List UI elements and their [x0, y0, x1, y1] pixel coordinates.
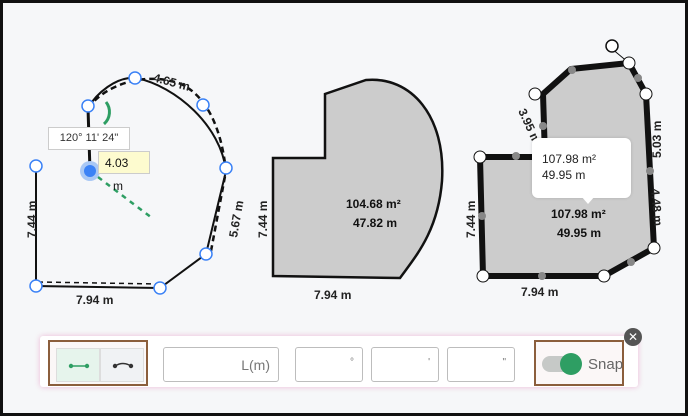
- midpoint-handle[interactable]: [538, 272, 546, 280]
- shape-2-bottom-label: 7.94 m: [314, 288, 351, 302]
- vertex-handle[interactable]: [29, 279, 43, 293]
- shape-3-area: 107.98 m²: [551, 207, 606, 221]
- length-input-unit: m: [113, 179, 123, 193]
- shape-1-outline: [35, 76, 228, 290]
- midpoint-handle[interactable]: [512, 152, 520, 160]
- rotate-handle[interactable]: [605, 39, 619, 53]
- shape-2-outline: [271, 78, 444, 280]
- shape-3-right-label: 4.48 m: [648, 188, 665, 226]
- active-vertex[interactable]: [84, 165, 96, 177]
- minute-field[interactable]: ': [371, 347, 439, 382]
- vertex-handle[interactable]: [473, 150, 487, 164]
- edit-toolbar: L(m) ° ' " Snap: [40, 336, 638, 387]
- angle-readout: 120° 11' 24": [48, 127, 130, 150]
- shape-2-left-label: 7.44 m: [256, 201, 270, 238]
- length-input-overlay[interactable]: 4.03 m: [98, 151, 150, 193]
- shape-2-area: 104.68 m²: [346, 197, 401, 211]
- vertex-handle[interactable]: [647, 241, 661, 255]
- vertex-handle[interactable]: [196, 98, 210, 112]
- shape-3-top-right-label: 5.03 m: [650, 121, 664, 158]
- midpoint-handle[interactable]: [478, 212, 486, 220]
- shape-3-bottom-label: 7.94 m: [521, 285, 558, 299]
- straight-line-mode-button[interactable]: [56, 348, 100, 382]
- minute-symbol: ': [428, 357, 430, 368]
- straight-line-icon: [68, 363, 90, 369]
- vertex-handle[interactable]: [81, 99, 95, 113]
- midpoint-handle[interactable]: [568, 66, 576, 74]
- midpoint-handle[interactable]: [646, 167, 654, 175]
- shape-1[interactable]: 4.65 m 7.44 m 5.67 m 7.94 m: [25, 71, 246, 307]
- curved-line-mode-button[interactable]: [100, 348, 144, 382]
- shape-1-top-dashed-guide: [87, 77, 228, 252]
- midpoint-handle[interactable]: [539, 122, 547, 130]
- tooltip-tail: [581, 196, 595, 204]
- area-tooltip: 107.98 m² 49.95 m: [532, 138, 631, 198]
- degree-field[interactable]: °: [295, 347, 363, 382]
- vertex-handle[interactable]: [219, 161, 233, 175]
- midpoint-handle[interactable]: [627, 258, 635, 266]
- shape-1-top-label: 4.65 m: [152, 71, 192, 94]
- tooltip-area: 107.98 m²: [542, 152, 597, 166]
- length-input-value: 4.03: [105, 156, 129, 170]
- line-mode-group: [48, 340, 148, 386]
- length-field[interactable]: L(m): [163, 347, 279, 382]
- length-field-placeholder: L(m): [241, 357, 270, 373]
- vertex-handle[interactable]: [597, 269, 611, 283]
- vertex-handle[interactable]: [199, 247, 213, 261]
- close-toolbar-button[interactable]: ✕: [624, 328, 642, 346]
- shape-1-left-label: 7.44 m: [25, 201, 39, 238]
- second-field[interactable]: ": [447, 347, 515, 382]
- vertex-handle[interactable]: [128, 71, 142, 85]
- shape-2-perimeter: 47.82 m: [353, 216, 397, 230]
- snap-toggle[interactable]: [542, 353, 582, 375]
- shape-3-perimeter: 49.95 m: [557, 226, 601, 240]
- snap-control: Snap: [534, 340, 624, 386]
- degree-symbol: °: [350, 357, 354, 368]
- snap-toggle-knob: [560, 353, 582, 375]
- second-symbol: ": [502, 357, 506, 368]
- midpoint-handle[interactable]: [634, 74, 642, 82]
- snap-label: Snap: [588, 356, 624, 373]
- vertex-handle[interactable]: [476, 269, 490, 283]
- vertex-handle[interactable]: [29, 159, 43, 173]
- curved-line-icon: [112, 362, 134, 369]
- angle-arc: [102, 101, 111, 126]
- shape-1-bottom-dashed-guide: [37, 281, 159, 285]
- shape-2[interactable]: 104.68 m² 47.82 m 7.44 m 7.94 m: [256, 78, 444, 302]
- angle-guide-line: [89, 170, 153, 219]
- vertex-handle[interactable]: [622, 56, 636, 70]
- tooltip-perimeter: 49.95 m: [542, 168, 586, 182]
- shape-1-bottom-label: 7.94 m: [76, 293, 113, 307]
- vertex-handle[interactable]: [639, 87, 653, 101]
- shape-1-right-label: 5.67 m: [226, 199, 246, 238]
- shape-3-left-label: 7.44 m: [464, 201, 478, 238]
- vertex-handle[interactable]: [528, 87, 542, 101]
- vertex-handle[interactable]: [153, 281, 167, 295]
- drawing-canvas[interactable]: 4.65 m 7.44 m 5.67 m 7.94 m 104.68 m² 47…: [6, 6, 688, 416]
